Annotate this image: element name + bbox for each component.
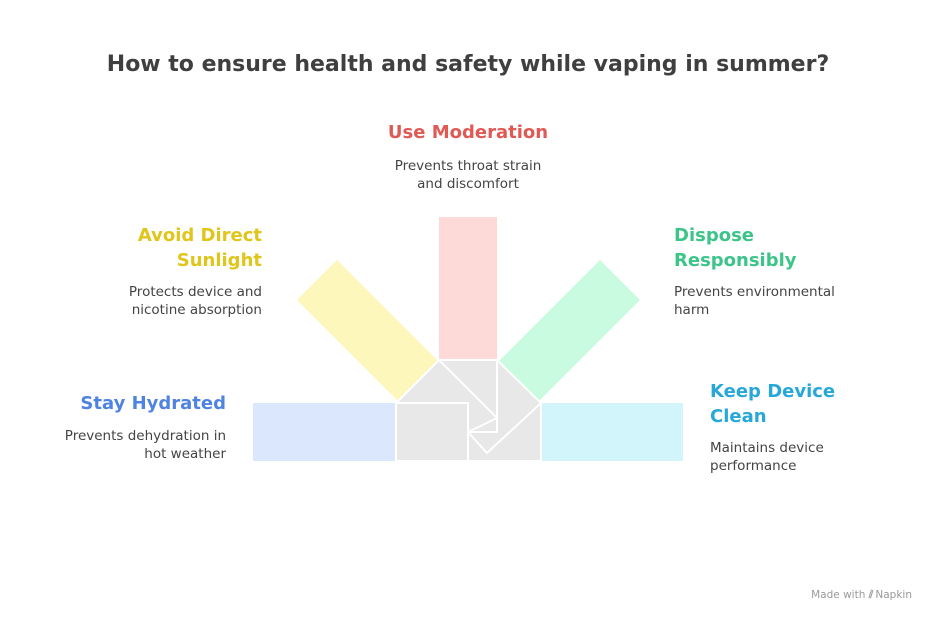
desc-line: and discomfort <box>417 176 519 192</box>
label-line: Avoid Direct <box>137 225 262 246</box>
desc-keep-device-clean: Maintains device performance <box>710 439 910 475</box>
desc-line: Prevents throat strain <box>394 158 542 174</box>
label-line: Sunlight <box>176 250 262 271</box>
label-line: Clean <box>710 406 767 427</box>
credit-prefix: Made with <box>811 589 866 601</box>
desc-line: Prevents environmental <box>674 284 835 300</box>
desc-dispose-responsibly: Prevents environmental harm <box>674 283 904 319</box>
label-line: Keep Device <box>710 381 836 402</box>
desc-line: hot weather <box>144 446 226 462</box>
ray-stay-hydrated <box>253 403 396 461</box>
desc-stay-hydrated: Prevents dehydration in hot weather <box>26 427 226 463</box>
desc-line: harm <box>674 302 710 318</box>
made-with-credit[interactable]: Made with ⫽Napkin <box>811 589 912 602</box>
desc-line: nicotine absorption <box>131 302 262 318</box>
ray-avoid-sunlight <box>297 260 438 401</box>
ray-use-moderation <box>439 217 497 360</box>
label-avoid-sunlight: Avoid Direct Sunlight <box>62 223 262 273</box>
label-dispose-responsibly: Dispose Responsibly <box>674 223 894 273</box>
label-stay-hydrated: Stay Hydrated <box>80 393 226 414</box>
label-use-moderation: Use Moderation <box>387 122 549 143</box>
desc-avoid-sunlight: Protects device and nicotine absorption <box>62 283 262 319</box>
ray-keep-device-clean <box>541 403 683 461</box>
desc-line: Maintains device <box>710 440 824 456</box>
ray-dispose-responsibly <box>499 260 640 401</box>
desc-use-moderation: Prevents throat strain and discomfort <box>318 157 618 193</box>
credit-brand: Napkin <box>875 589 912 601</box>
desc-line: Prevents dehydration in <box>64 428 226 444</box>
desc-line: Protects device and <box>128 284 262 300</box>
label-line: Dispose <box>674 225 754 246</box>
desc-line: performance <box>710 458 797 474</box>
center-hub <box>395 359 542 462</box>
label-keep-device-clean: Keep Device Clean <box>710 379 910 429</box>
diagram-title: How to ensure health and safety while va… <box>106 52 830 77</box>
napkin-logo-icon: ⫽ <box>868 589 874 601</box>
label-line: Responsibly <box>674 250 797 271</box>
